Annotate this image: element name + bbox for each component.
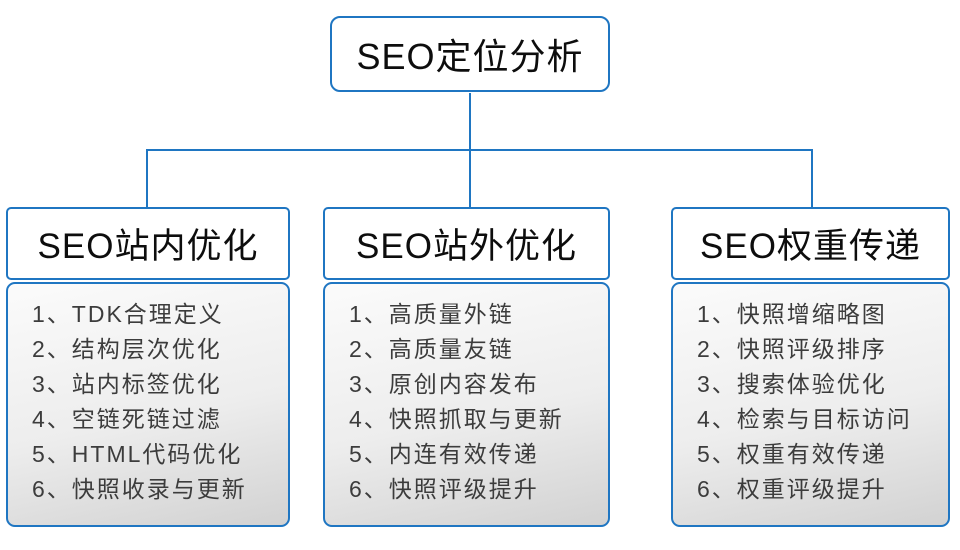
list-item: 4、检索与目标访问 [697, 406, 912, 432]
list-item: 1、高质量外链 [349, 301, 514, 327]
root-node-label: SEO定位分析 [356, 36, 584, 77]
list-item: 2、高质量友链 [349, 336, 514, 362]
branch-item-list: 1、高质量外链 2、高质量友链 3、原创内容发布 4、快照抓取与更新 5、内连有… [323, 282, 610, 527]
branch-weight-transfer: SEO权重传递 1、快照增缩略图 2、快照评级排序 3、搜索体验优化 4、检索与… [671, 207, 950, 527]
list-item: 4、空链死链过滤 [32, 406, 222, 432]
branch-item-list: 1、TDK合理定义 2、结构层次优化 3、站内标签优化 4、空链死链过滤 5、H… [6, 282, 290, 527]
list-item: 5、内连有效传递 [349, 441, 539, 467]
branch-title-box: SEO权重传递 [671, 207, 950, 280]
connector-root-vertical [469, 93, 471, 151]
list-item: 2、结构层次优化 [32, 336, 222, 362]
branch-title: SEO权重传递 [700, 227, 921, 266]
connector-branch-1-vertical [146, 151, 148, 207]
connector-horizontal-bus [146, 149, 813, 151]
list-item: 3、原创内容发布 [349, 371, 539, 397]
branch-title: SEO站内优化 [37, 227, 259, 266]
branch-title-box: SEO站外优化 [323, 207, 610, 280]
list-item: 3、站内标签优化 [32, 371, 222, 397]
list-item: 4、快照抓取与更新 [349, 406, 564, 432]
list-item: 2、快照评级排序 [697, 336, 887, 362]
list-item: 3、搜索体验优化 [697, 371, 887, 397]
branch-offsite-optimization: SEO站外优化 1、高质量外链 2、高质量友链 3、原创内容发布 4、快照抓取与… [323, 207, 610, 527]
connector-branch-2-vertical [469, 151, 471, 207]
list-item: 1、快照增缩略图 [697, 301, 887, 327]
connector-branch-3-vertical [811, 151, 813, 207]
list-item: 5、权重有效传递 [697, 441, 887, 467]
root-node: SEO定位分析 [330, 16, 610, 92]
branch-item-list: 1、快照增缩略图 2、快照评级排序 3、搜索体验优化 4、检索与目标访问 5、权… [671, 282, 950, 527]
list-item: 1、TDK合理定义 [32, 301, 224, 327]
branch-title-box: SEO站内优化 [6, 207, 290, 280]
list-item: 6、快照评级提升 [349, 476, 539, 502]
list-item: 6、快照收录与更新 [32, 476, 247, 502]
branch-onsite-optimization: SEO站内优化 1、TDK合理定义 2、结构层次优化 3、站内标签优化 4、空链… [6, 207, 290, 527]
list-item: 6、权重评级提升 [697, 476, 887, 502]
branch-title: SEO站外优化 [356, 227, 577, 266]
list-item: 5、HTML代码优化 [32, 441, 243, 467]
